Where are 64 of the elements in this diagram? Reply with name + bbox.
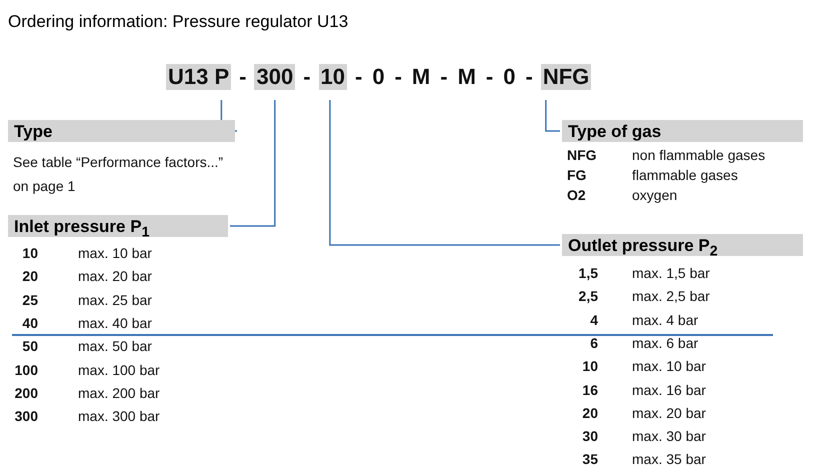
- option-code: 10: [22, 245, 38, 261]
- code-segment: NFG: [540, 64, 592, 90]
- option-description: max. 20 bar: [78, 268, 152, 284]
- option-description: max. 35 bar: [632, 451, 706, 468]
- code-segment: 10: [318, 64, 348, 90]
- option-code: 25: [22, 292, 38, 308]
- option-description: max. 200 bar: [78, 384, 160, 401]
- page-title: Ordering information: Pressure regulator U13: [8, 12, 348, 32]
- code-separator: -: [302, 64, 312, 90]
- code-separator: -: [354, 64, 364, 90]
- option-code: 300: [14, 408, 38, 424]
- option-code: 4: [590, 312, 598, 328]
- code-separator: -: [394, 64, 403, 90]
- code-segment: 300: [254, 64, 296, 90]
- code-separator: 0: [502, 64, 516, 90]
- option-description: max. 2,5 bar: [632, 288, 710, 304]
- option-description: max. 6 bar: [632, 334, 698, 351]
- option-description: max. 10 bar: [632, 358, 706, 374]
- option-code: 35: [582, 451, 598, 468]
- leader-line: [230, 100, 276, 227]
- option-description: max. 40 bar: [78, 314, 152, 331]
- option-description: max. 100 bar: [78, 362, 160, 378]
- option-code: O2: [567, 187, 586, 203]
- option-code: FG: [567, 167, 586, 183]
- section-heading: Outlet pressure P$_{2}$: [562, 234, 803, 256]
- option-code: 200: [14, 384, 38, 401]
- option-code: 1,5: [578, 265, 598, 281]
- leader-line: [329, 100, 560, 246]
- option-code: 20: [22, 268, 38, 284]
- option-description: max. 4 bar: [632, 312, 698, 328]
- option-code: 40: [22, 314, 38, 331]
- option-code: 100: [14, 362, 38, 378]
- option-description: max. 16 bar: [632, 382, 706, 398]
- option-code: 6: [590, 334, 598, 351]
- option-description: flammable gases: [632, 167, 738, 183]
- code-separator: M: [456, 64, 477, 90]
- option-description: max. 30 bar: [632, 428, 706, 444]
- option-description: max. 50 bar: [78, 338, 152, 354]
- section-heading: Type: [8, 120, 235, 142]
- code-separator: 0: [371, 64, 386, 90]
- option-description: oxygen: [632, 187, 678, 203]
- option-code: 10: [582, 358, 598, 374]
- option-description: max. 25 bar: [78, 292, 152, 308]
- option-code: NFG: [567, 147, 597, 163]
- option-description: max. 1,5 bar: [632, 265, 710, 281]
- option-code: 20: [582, 404, 598, 421]
- note-text: See table “Performance factors...” on page 1: [13, 153, 224, 196]
- option-description: max. 300 bar: [78, 408, 160, 424]
- leader-line: [545, 100, 560, 132]
- option-description: non flammable gases: [632, 147, 766, 163]
- option-description: max. 10 bar: [78, 245, 152, 261]
- option-code: 16: [582, 382, 598, 398]
- section-heading: Type of gas: [562, 120, 803, 142]
- option-code: 2,5: [578, 288, 598, 304]
- option-code: 30: [582, 428, 598, 444]
- code-separator: -: [524, 64, 534, 90]
- option-description: max. 20 bar: [632, 404, 706, 421]
- option-code: 50: [22, 338, 38, 354]
- code-separator: -: [238, 64, 248, 90]
- code-segment: U13 P: [166, 64, 232, 90]
- section-heading: Inlet pressure P$_{1}$: [8, 215, 228, 237]
- code-separator: -: [484, 64, 494, 90]
- code-separator: M: [410, 64, 432, 90]
- code-separator: -: [439, 64, 449, 90]
